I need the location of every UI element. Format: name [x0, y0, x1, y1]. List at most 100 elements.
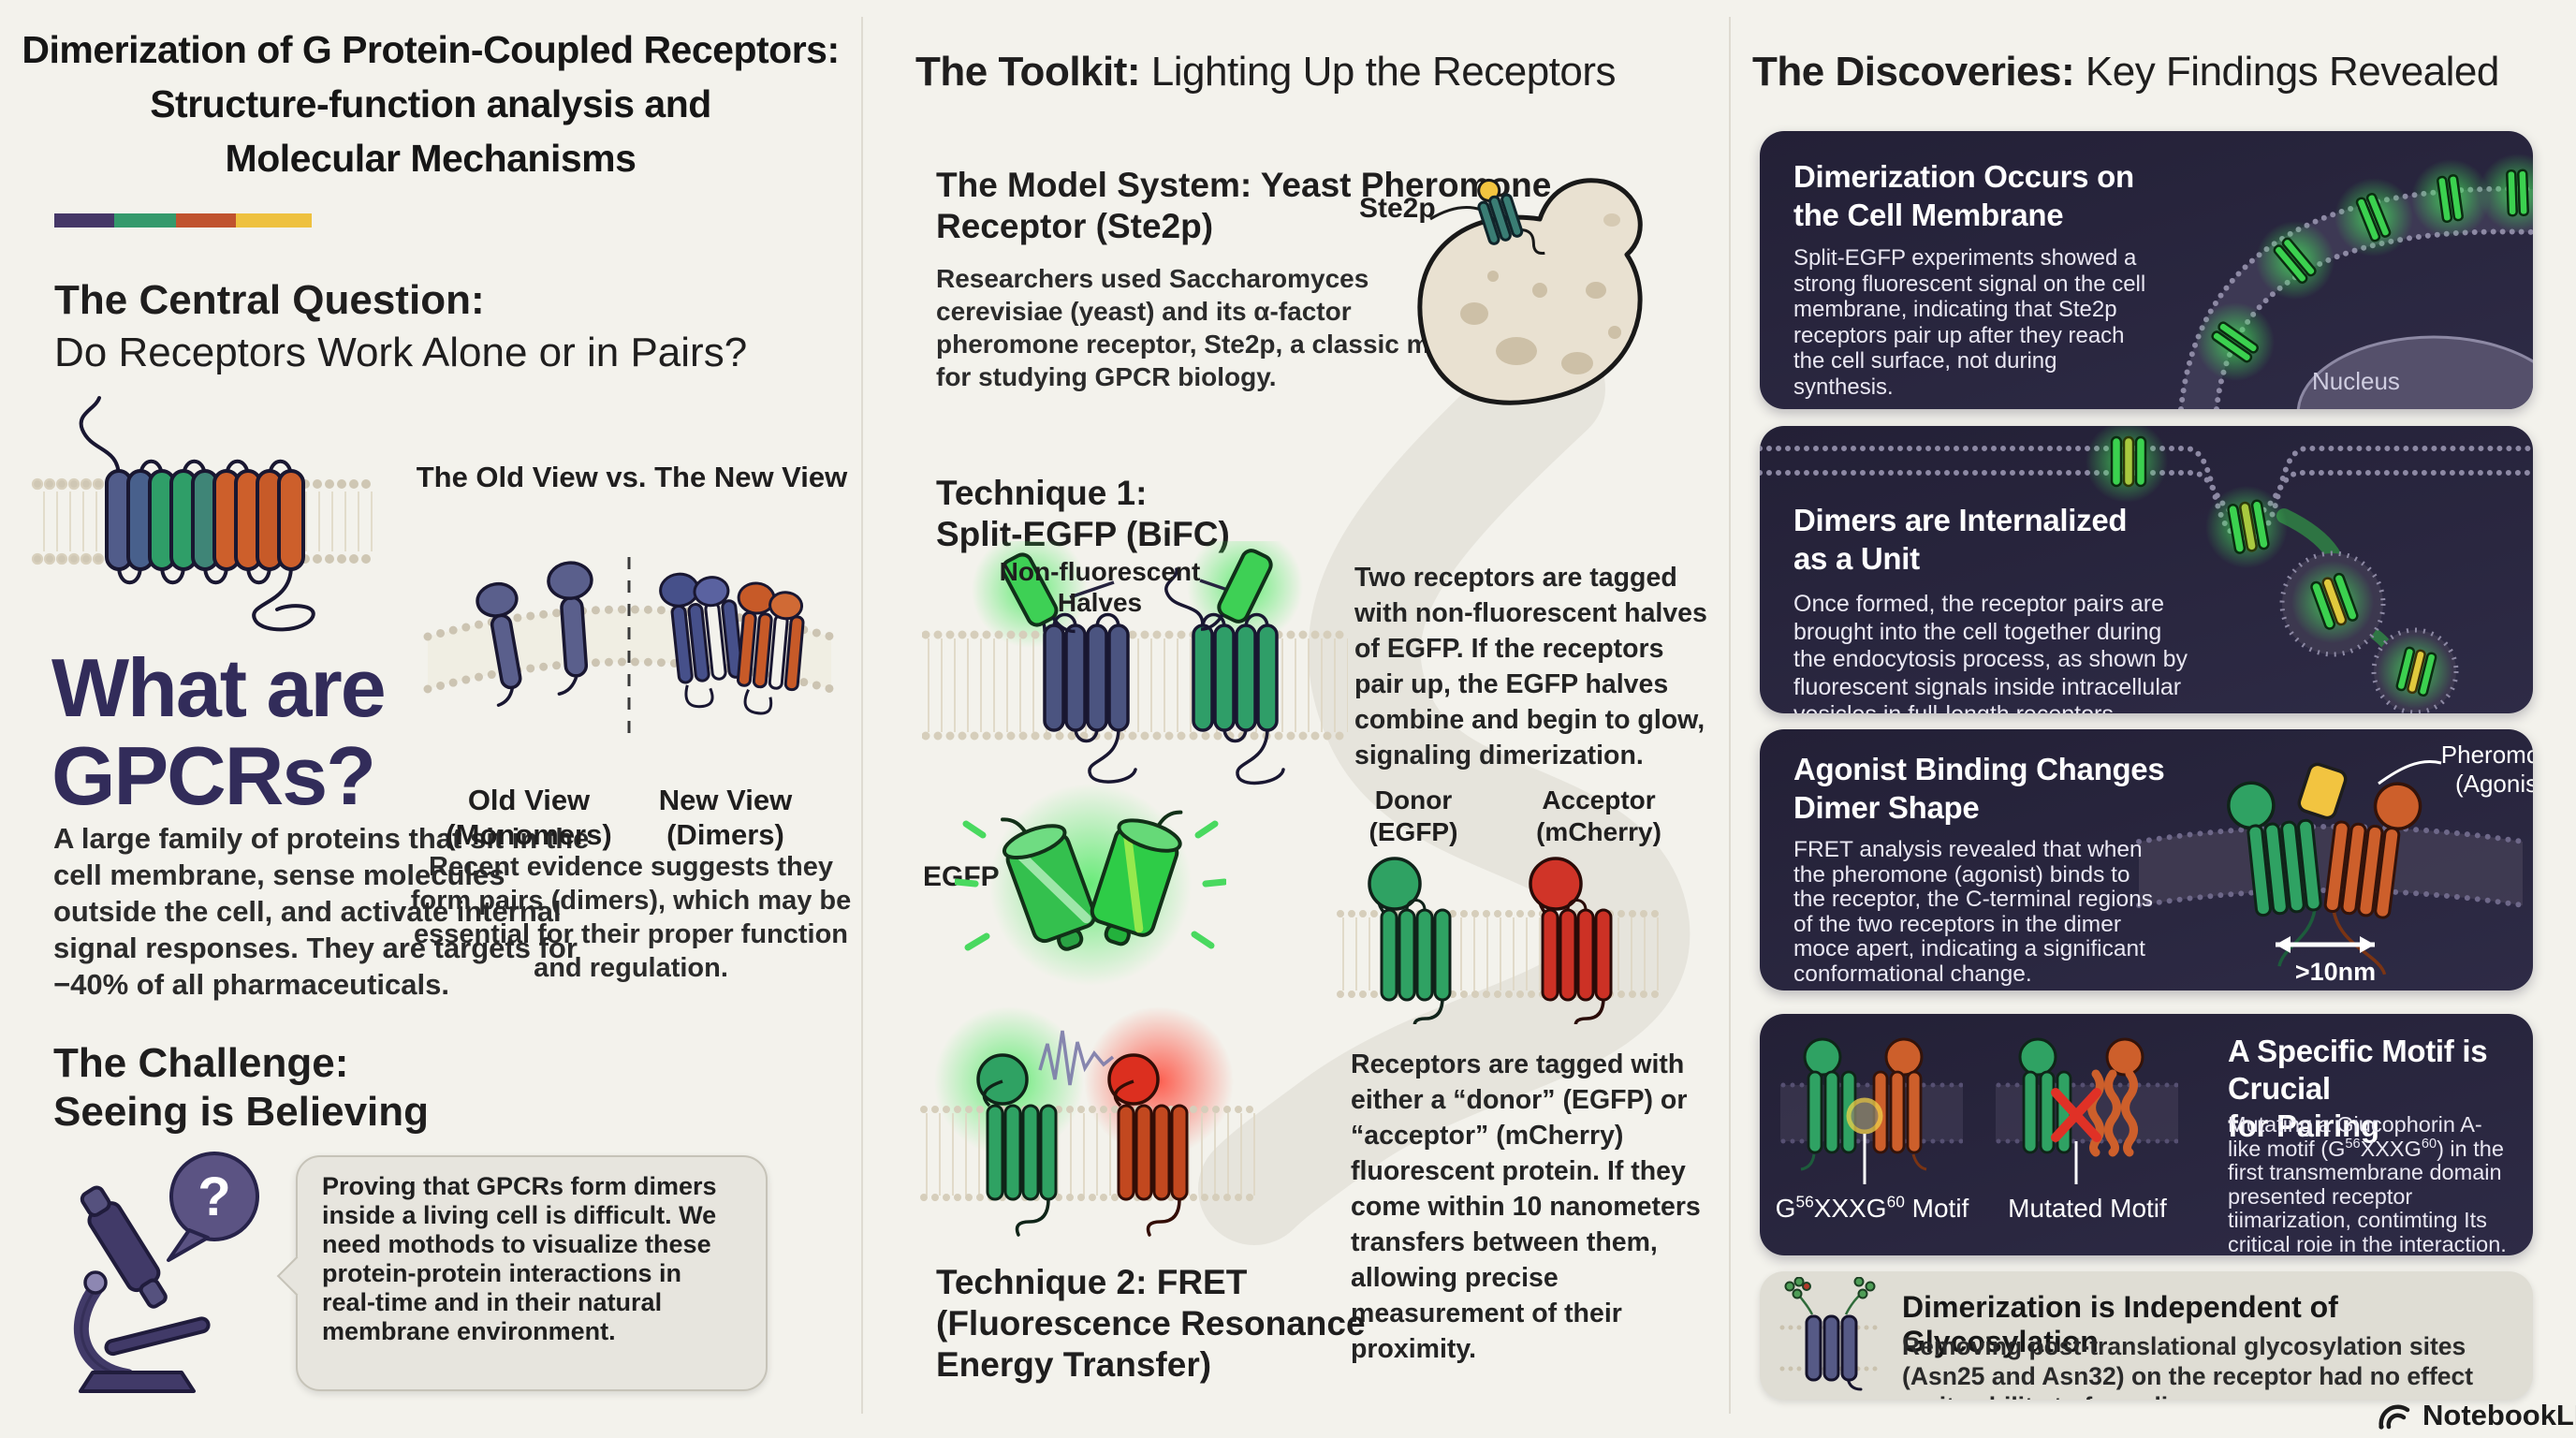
old-vs-new-view-illustration [423, 557, 836, 740]
pheromone-label-line: Pheromone [2440, 741, 2533, 769]
challenge-heading: The Challenge: Seeing is Believing [53, 1039, 429, 1137]
page-title: Dimerization of G Protein-Coupled Recept… [0, 22, 861, 185]
card5-description: Removing post-translational glycosylatio… [1902, 1332, 2474, 1400]
ste2p-label: Ste2p [1359, 193, 1436, 224]
acceptor-label-line: Acceptor [1542, 785, 1656, 814]
technique2-heading-line: Energy Transfer) [936, 1345, 1212, 1384]
nucleus-label: Nucleus [2312, 367, 2400, 395]
pheromone-pointer-line [2378, 760, 2442, 785]
egfp-glowing-pair [955, 784, 1226, 986]
membrane-tails [920, 1113, 1257, 1196]
green-receptor-bundle [2227, 781, 2322, 967]
membrane-receptor-pairs [2196, 154, 2533, 381]
challenge-description: Proving that GPCRs form dimers inside a … [322, 1172, 717, 1345]
distance-label: >10nm [2294, 958, 2377, 986]
gpcr-heading-line: What are [51, 641, 387, 734]
central-question-subheading: Do Receptors Work Alone or in Pairs? [54, 330, 748, 375]
card2-title: Dimers are Internalized as a Unit [1793, 501, 2128, 578]
views-description: Recent evidence suggests they form pairs… [410, 852, 852, 983]
finding-card-internalization: Dimers are Internalized as a Unit Once f… [1760, 426, 2533, 713]
acceptor-label-line: (mCherry) [1536, 817, 1661, 846]
technique2-heading-line: Technique 2: FRET [936, 1263, 1248, 1301]
toolkit-header-rest: Lighting Up the Receptors [1140, 49, 1617, 95]
gpcr-heading: What are GPCRs? [51, 641, 387, 822]
page-title-line: Dimerization of G Protein-Coupled Recept… [22, 28, 840, 71]
gpcr-heading-line: GPCRs? [51, 729, 376, 822]
monomer-receptors [476, 561, 593, 707]
ste2p-receptor-icon [1477, 178, 1545, 256]
microscope-icon: ? [73, 1152, 259, 1393]
technique1-description: Two receptors are tagged with non-fluore… [1354, 563, 1707, 770]
technique1-heading: Technique 1: Split-EGFP (BiFC) [936, 473, 1230, 555]
energy-transfer-wave [1038, 1030, 1115, 1086]
pheromone-molecule [2297, 762, 2348, 820]
mutated-motif-label: Mutated Motif [2008, 1194, 2167, 1223]
membrane-dimerization-art [2178, 154, 2533, 409]
motif-label: G56XXXG60 Motif [1775, 1192, 1969, 1223]
donor-receptor [1368, 857, 1452, 1024]
accent-segment-yellow [236, 213, 312, 227]
discoveries-header-bold: The Discoveries: [1752, 49, 2075, 95]
new-view-sublabel: (Dimers) [666, 818, 784, 851]
glycosylation-receptor-icon [1779, 1277, 1881, 1391]
card2-description: Once formed, the receptor pairs are brou… [1793, 591, 2188, 713]
finding-card-glycosylation: Dimerization is Independent of Glycosyla… [1760, 1271, 2533, 1400]
technique1-heading-line: Split-EGFP (BiFC) [936, 515, 1230, 553]
egfp-cylinder-left [1001, 817, 1097, 951]
distance-arrow [2276, 936, 2375, 953]
egfp-cylinder-right [1090, 810, 1183, 946]
egfp-label: EGFP [923, 861, 1000, 892]
card5-title: Dimerization is Independent of Glycosyla… [1902, 1290, 2338, 1358]
egfp-half-left [1001, 552, 1076, 634]
acceptor-label: Acceptor (mCherry) [1505, 785, 1692, 848]
gpcr-structure-illustration [31, 396, 373, 632]
microscope-body [73, 1185, 211, 1393]
finding-card-membrane: Dimerization Occurs on the Cell Membrane… [1760, 131, 2533, 409]
motif-highlight-circle [1846, 1097, 1883, 1135]
question-bubble: ? [167, 1152, 259, 1262]
lipid-membrane-right [300, 479, 373, 564]
receptor-pair-in-pit [2205, 486, 2288, 568]
receptor-pair-in-vesicle [2291, 561, 2374, 643]
column-divider-right [1729, 17, 1731, 1414]
receptor-a-slate [1032, 599, 1137, 784]
pheromone-label-line: (Agonist) [2454, 770, 2533, 798]
notebooklm-brand: NotebookLM [2376, 1399, 2576, 1432]
finding-card-agonist: Agonist Binding Changes Dimer Shape FRET… [1760, 729, 2533, 990]
card1-title-line: Dimerization Occurs on [1793, 159, 2134, 194]
page-title-line: Molecular Mechanisms [225, 137, 637, 180]
donor-acceptor-illustration [1337, 857, 1664, 1024]
central-question-heading: The Central Question: [54, 277, 485, 323]
discoveries-header: The Discoveries: Key Findings Revealed [1752, 49, 2499, 95]
column-divider-left [861, 17, 863, 1414]
fret-pair-illustration [920, 1006, 1257, 1237]
card4-title-line: for Pairing [2228, 1108, 2379, 1143]
mutated-pair-art [1996, 1037, 2178, 1184]
card2-title-line: Dimers are Internalized [1793, 503, 2128, 537]
new-view-label-line: New View [658, 784, 793, 816]
toolkit-header-bold: The Toolkit: [915, 49, 1141, 95]
challenge-heading-line: The Challenge: [53, 1040, 349, 1086]
challenge-speech-box: Proving that GPCRs form dimers inside a … [276, 1155, 768, 1391]
discoveries-header-rest: Key Findings Revealed [2074, 49, 2499, 95]
views-heading: The Old View vs. The New View [416, 461, 848, 493]
orange-receptor-bundle [2323, 782, 2422, 976]
card1-title-line: the Cell Membrane [1793, 198, 2064, 232]
donor-label-line: (EGFP) [1368, 817, 1458, 846]
card3-description: FRET analysis revealed that when the phe… [1793, 837, 2154, 987]
transmembrane-helices [105, 469, 305, 571]
card1-description: Split-EGFP experiments showed a strong f… [1793, 245, 2146, 400]
notebooklm-icon [2378, 1404, 2410, 1430]
gpcr-description: A large family of proteins that sit in t… [53, 822, 590, 1001]
card4-description: Mutating a Giucophorin A-like motif (G56… [2228, 1112, 2507, 1255]
dimer-receptors [659, 572, 805, 715]
agonist-dimer-art [2136, 760, 2525, 976]
accent-segment-purple [54, 213, 114, 227]
lipid-membrane-left [31, 477, 105, 565]
title-accent-bar [54, 213, 312, 230]
card3-title-line: Agonist Binding Changes [1793, 752, 2165, 786]
card3-title-line: Dimer Shape [1793, 790, 1980, 825]
donor-label-line: Donor [1374, 785, 1453, 814]
acceptor-receptor [1529, 857, 1613, 1024]
toolkit-header: The Toolkit: Lighting Up the Receptors [915, 49, 1617, 95]
